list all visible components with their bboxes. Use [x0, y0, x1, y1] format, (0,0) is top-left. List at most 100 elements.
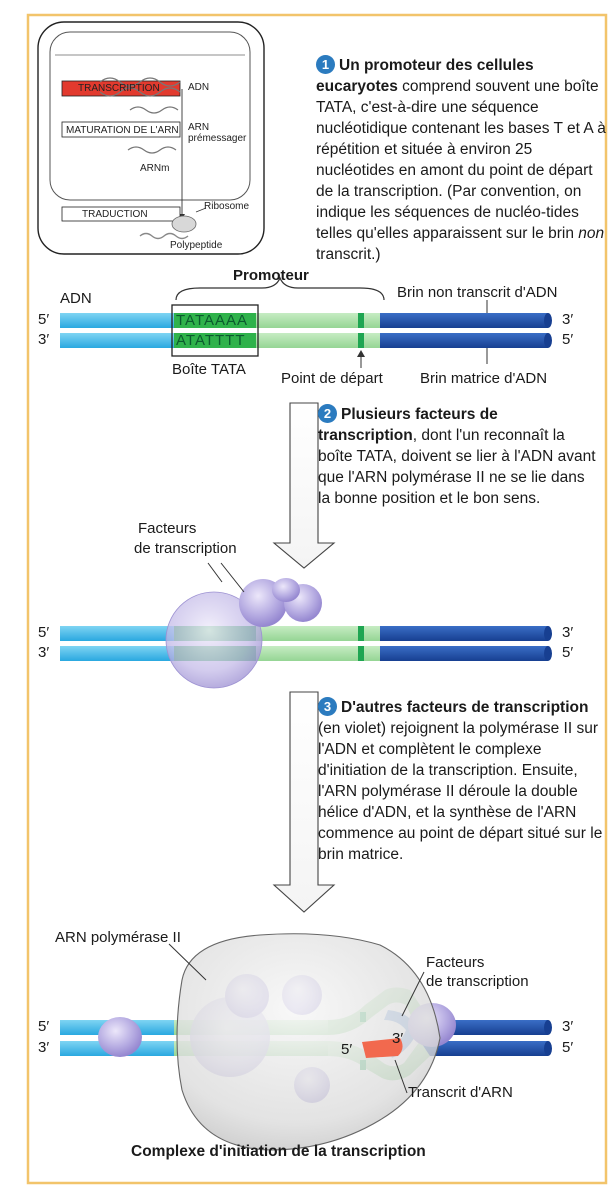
- p3-top-3prime: 3′: [562, 1018, 574, 1035]
- start-point-label: Point de départ: [281, 370, 383, 387]
- polymerase-leader: [168, 943, 207, 981]
- ribosome-leader: [195, 207, 207, 213]
- p3-bottom-5prime: 5′: [562, 1039, 574, 1056]
- p2-factors-label-1: Facteurs: [138, 520, 197, 537]
- p2-factor-leader-1: [207, 562, 223, 583]
- process-arrow-1: [272, 402, 336, 569]
- step3-number-badge: 3: [318, 697, 337, 716]
- figure-frame: [26, 13, 608, 1185]
- cell-outline: [37, 21, 265, 255]
- inset-arn-label: ARN: [188, 122, 210, 133]
- nontemplate-strand-label: Brin non transcrit d'ADN: [397, 284, 558, 301]
- tata-box-outline: [171, 304, 259, 357]
- inset-dna-squiggle-2: [99, 87, 181, 97]
- template-strand-label: Brin matrice d'ADN: [420, 370, 548, 387]
- step2-body: , dont l'un reconnaît la boîte TATA, doi…: [318, 427, 596, 507]
- transcript-5prime: 5′: [341, 1041, 353, 1058]
- p3-factor-left: [98, 1017, 142, 1057]
- panel1-dna: [60, 276, 552, 368]
- p3-top-end: [544, 1020, 552, 1035]
- inset-arnm-label: ARNm: [140, 163, 170, 174]
- inset-transcription-label: TRANSCRIPTION: [78, 83, 160, 94]
- panel3-complex: [60, 933, 552, 1151]
- p2-bottom-dark: [380, 646, 548, 661]
- bottom-strand-end: [544, 333, 552, 348]
- tata-binding-factor: [165, 591, 263, 689]
- start-arrowhead: [357, 350, 365, 357]
- step3-heading: D'autres facteurs de transcription: [341, 699, 589, 716]
- step2-number-badge: 2: [318, 404, 337, 423]
- p3-bottom-end: [544, 1041, 552, 1056]
- figure-caption: Complexe d'initiation de la transcriptio…: [131, 1143, 426, 1160]
- adn-label: ADN: [60, 290, 92, 307]
- inset-mrna-squiggle: [127, 146, 177, 154]
- maturation-box: [61, 121, 181, 138]
- p3-bottom-3prime: 3′: [38, 1039, 50, 1056]
- transcript-3prime: 3′: [392, 1030, 404, 1047]
- nucleus-outline: [49, 31, 251, 201]
- p2-top-end: [544, 626, 552, 641]
- p3-top-5prime: 5′: [38, 1018, 50, 1035]
- p2-top-dark: [380, 626, 548, 641]
- p2-bottom-5prime: 5′: [562, 644, 574, 661]
- overview-inset: [37, 21, 265, 255]
- inset-ribosome-label: Ribosome: [204, 201, 250, 212]
- polypeptide-squiggle: [139, 232, 189, 240]
- panel2-dna: [60, 562, 552, 689]
- step1-body-end: transcrit.): [316, 246, 381, 263]
- polymerase-label: ARN polymérase II: [55, 929, 181, 946]
- p1-bottom-3prime: 3′: [38, 331, 50, 348]
- p2-bottom-3prime: 3′: [38, 644, 50, 661]
- inset-premessager-label: prémessager: [188, 133, 247, 144]
- promoter-label: Promoteur: [233, 267, 309, 284]
- ribosome-shape: [171, 215, 197, 233]
- tata-box-label: Boîte TATA: [172, 361, 246, 378]
- inset-maturation-label: MATURATION DE L'ARN: [66, 125, 179, 136]
- step1-number-badge: 1: [316, 55, 335, 74]
- step2-heading: Plusieurs facteurs de transcription: [318, 406, 498, 444]
- p2-factor-leader-2: [220, 562, 245, 593]
- step1-body: comprend souvent une boîte TATA, c'est-à…: [316, 78, 606, 242]
- p2-start-top: [358, 626, 364, 641]
- p2-bottom-end: [544, 646, 552, 661]
- inset-dna-squiggle: [99, 77, 181, 87]
- p3-bottom-dark: [420, 1041, 548, 1056]
- inset-traduction-label: TRADUCTION: [82, 209, 148, 220]
- p2-start-bottom: [358, 646, 364, 661]
- p1-top-5prime: 5′: [38, 311, 50, 328]
- transcription-factor-blob-3: [272, 578, 300, 602]
- top-strand-end: [544, 313, 552, 328]
- transcript-leader: [394, 1059, 408, 1094]
- p2-top-3prime: 3′: [562, 624, 574, 641]
- start-mark-bottom: [358, 333, 364, 348]
- inset-adn-label: ADN: [188, 82, 210, 93]
- step1-heading: Un promoteur des cellules eucaryotes: [316, 57, 534, 95]
- promoter-brace: [175, 276, 385, 301]
- p3-factor-leader: [401, 971, 425, 1017]
- rna-transcript: [362, 1038, 403, 1058]
- p1-bottom-5prime: 5′: [562, 331, 574, 348]
- bottom-strand-dark: [380, 333, 548, 348]
- p3-factors-label-2: de transcription: [426, 973, 529, 990]
- traduction-box: [61, 206, 181, 222]
- step1-italic: non: [578, 225, 605, 242]
- inset-polypeptide-label: Polypeptide: [170, 240, 223, 251]
- top-strand-dark: [380, 313, 548, 328]
- tata-top-sequence: TATAAAA: [176, 312, 249, 329]
- p2-factors-label-2: de transcription: [134, 540, 237, 557]
- tata-top-fill: [174, 313, 256, 328]
- inset-premrna-squiggle: [129, 106, 179, 114]
- p1-top-3prime: 3′: [562, 311, 574, 328]
- transcription-box: [61, 80, 181, 97]
- p3-factors-label-1: Facteurs: [426, 954, 485, 971]
- start-mark-top: [358, 313, 364, 328]
- p2-top-5prime: 5′: [38, 624, 50, 641]
- step3-body: (en violet) rejoignent la polymérase II …: [318, 720, 603, 863]
- rna-polymerase-ii: [176, 933, 441, 1151]
- process-arrow-2: [272, 691, 336, 913]
- transcript-label: Transcrit d'ARN: [408, 1084, 513, 1101]
